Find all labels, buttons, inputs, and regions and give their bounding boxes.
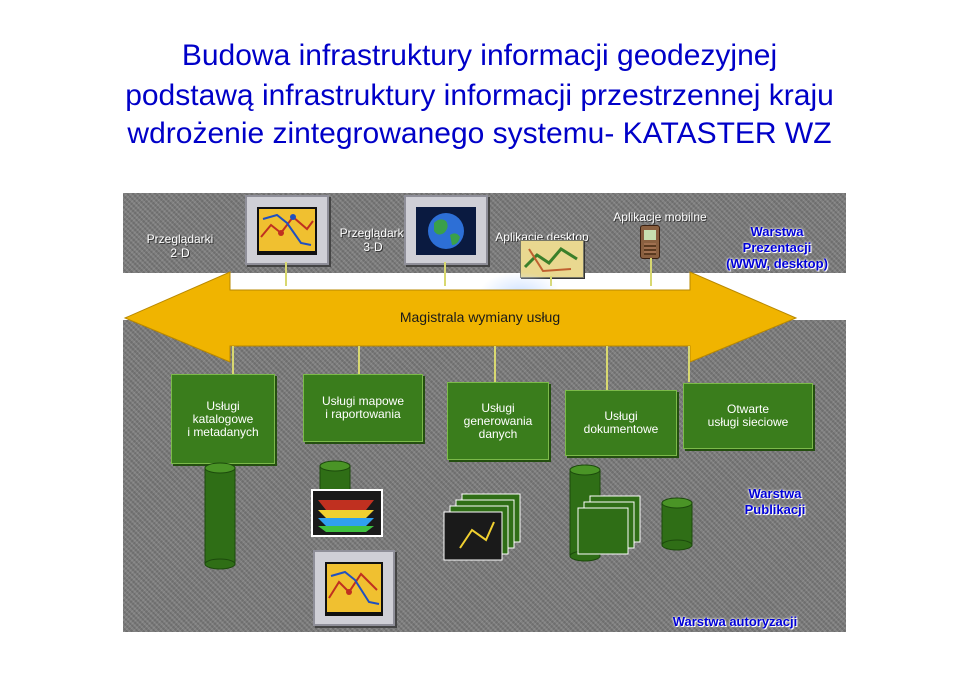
mobile-apps-label: Aplikacje mobilne (613, 210, 707, 224)
layer-stack-icon (311, 489, 383, 537)
globe-screen-3d (404, 195, 488, 265)
service-data-generation: Usługi generowania danych (447, 382, 549, 460)
browsers-3d-label-line2: 3-D (363, 240, 383, 254)
mobile-phone-icon (640, 225, 660, 259)
document-papers-icon (577, 495, 641, 555)
title-line-3: wdrożenie zintegrowanego systemu- KATAST… (127, 117, 832, 150)
publication-layer-label-line2: Publikacji (744, 502, 806, 517)
publication-layer-label-line1: Warstwa (748, 486, 802, 501)
service-data-generation-line1: Usługi (481, 400, 515, 415)
connector-svc-1 (232, 346, 234, 374)
database-icon-1 (204, 462, 236, 570)
browsers-3d-label: Przeglądarki 3-D (333, 226, 413, 254)
service-open-web-line1: Otwarte (726, 402, 769, 416)
browsers-2d-label-line1: Przeglądarki (146, 232, 214, 246)
database-icon-4 (661, 497, 693, 551)
service-data-generation-line2: generowania (463, 413, 533, 428)
document-stack-icon (443, 493, 521, 561)
title-line-1: Budowa infrastruktury informacji geodezy… (181, 39, 778, 72)
service-catalog: Usługi katalogowe i metadanych (171, 374, 275, 464)
service-map: Usługi mapowe i raportowania (303, 374, 423, 442)
publication-layer-label: Warstwa Publikacji (730, 486, 820, 518)
browsers-3d-label-line1: Przeglądarki (339, 226, 407, 240)
globe-icon (428, 213, 464, 249)
bus-label: Magistrala wymiany usług (399, 309, 561, 325)
services-layer-panel (123, 320, 846, 632)
service-open-web-line2: usługi sieciowe (707, 415, 789, 429)
connector-top-4 (650, 258, 652, 286)
presentation-layer-label: Warstwa Prezentacji (WWW, desktop) (712, 224, 842, 272)
service-open-web: Otwarte usługi sieciowe (683, 383, 813, 449)
connector-top-2 (444, 262, 446, 286)
service-map-line2: i raportowania (325, 407, 401, 421)
connector-svc-4 (606, 346, 608, 390)
browsers-2d-label-line2: 2-D (170, 246, 190, 260)
map-screen-authorization (313, 550, 395, 626)
presentation-layer-label-line3: (WWW, desktop) (726, 256, 828, 271)
service-map-line1: Usługi mapowe (321, 394, 405, 408)
service-data-generation-line3: danych (478, 426, 518, 441)
presentation-layer-label-line2: Prezentacji (742, 240, 812, 255)
connector-svc-3 (494, 346, 496, 382)
map-screen-2d (245, 195, 329, 265)
service-catalog-line1: Usługi (206, 398, 240, 413)
presentation-layer-label-line1: Warstwa (750, 224, 804, 239)
connector-top-1 (285, 262, 287, 286)
connector-svc-2 (358, 346, 360, 374)
service-catalog-line3: i metadanych (187, 424, 259, 439)
connector-svc-5 (688, 346, 690, 382)
service-catalog-line2: katalogowe (192, 411, 254, 426)
title-line-2: podstawą infrastruktury informacji przes… (125, 79, 834, 112)
service-document: Usługi dokumentowe (565, 390, 677, 456)
service-document-line1: Usługi (604, 409, 638, 423)
browsers-2d-label: Przeglądarki 2-D (140, 232, 220, 260)
map-authorization-icon (327, 564, 381, 612)
service-document-line2: dokumentowe (583, 422, 659, 436)
authorization-layer-label: Warstwa autoryzacji (672, 614, 798, 629)
desktop-map-icon (520, 240, 584, 278)
map-2d-icon (259, 209, 315, 251)
